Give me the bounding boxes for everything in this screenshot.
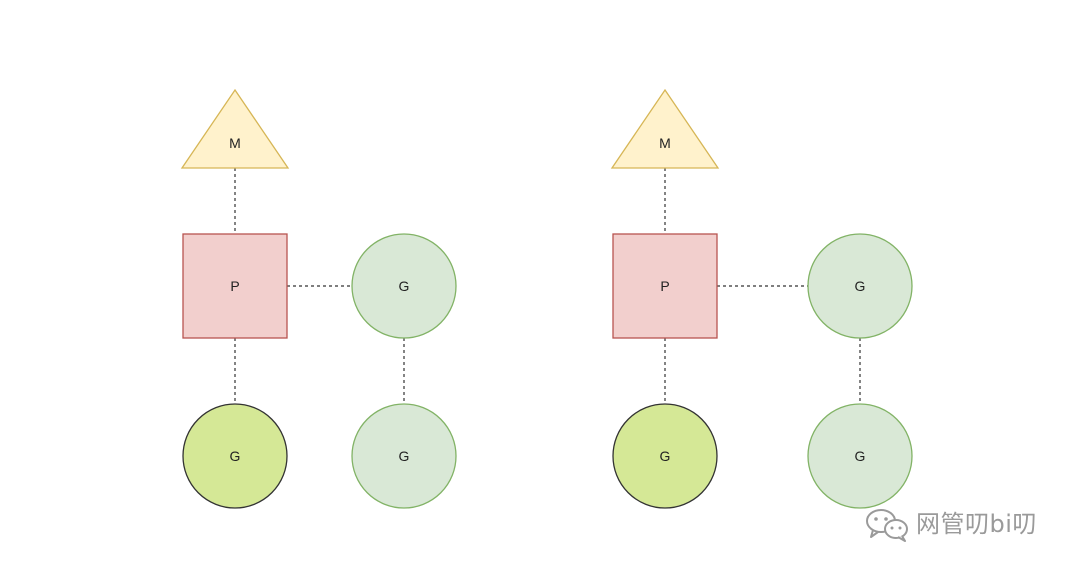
diagram-1: M P G G G xyxy=(180,88,457,509)
node-label-p: P xyxy=(660,278,669,294)
node-label-g_queue1: G xyxy=(855,278,866,294)
processor-square xyxy=(612,233,718,339)
watermark-text: 网管叨bi叨 xyxy=(916,510,1037,538)
wechat-icon xyxy=(866,509,908,542)
goroutine-running-circle xyxy=(182,403,288,509)
node-label-m: M xyxy=(659,135,671,151)
node-label-g_running: G xyxy=(230,448,241,464)
goroutine-queued-circle xyxy=(807,403,913,509)
node-label-g_running: G xyxy=(660,448,671,464)
machine-triangle xyxy=(180,88,290,169)
node-label-g_queue2: G xyxy=(855,448,866,464)
node-label-m: M xyxy=(229,135,241,151)
node-label-g_queue2: G xyxy=(399,448,410,464)
diagram-2: M P G G G xyxy=(610,88,913,509)
watermark: 网管叨bi叨 xyxy=(864,506,1037,542)
goroutine-queued-circle xyxy=(351,403,457,509)
machine-triangle xyxy=(610,88,720,169)
goroutine-queued-circle xyxy=(807,233,913,339)
goroutine-running-circle xyxy=(612,403,718,509)
processor-square xyxy=(182,233,288,339)
goroutine-queued-circle xyxy=(351,233,457,339)
node-label-g_queue1: G xyxy=(399,278,410,294)
node-label-p: P xyxy=(230,278,239,294)
